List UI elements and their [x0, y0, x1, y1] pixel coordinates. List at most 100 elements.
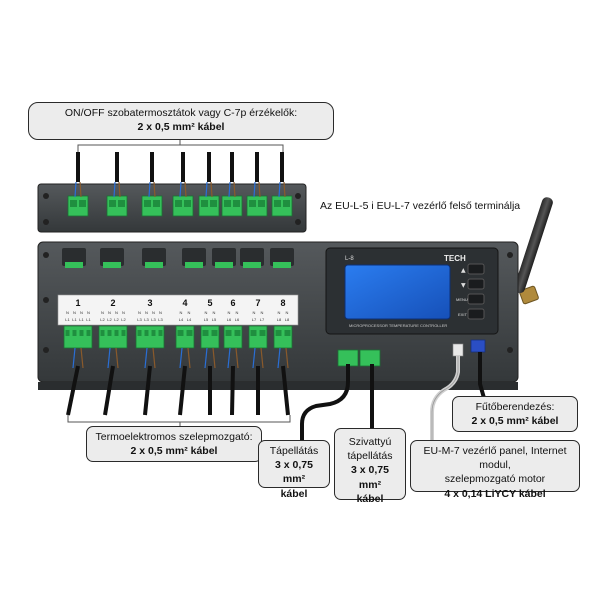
thermostat-cable — [205, 152, 213, 198]
module-cable — [430, 356, 460, 442]
pump-callout-subtitle: tápellátás — [347, 450, 393, 463]
zone-number: 5 — [207, 298, 212, 308]
valve-cable — [277, 347, 290, 416]
valve-terminal-block — [200, 325, 220, 349]
pump-callout-cable: 3 x 0,75 mm² — [351, 464, 389, 491]
terminal-n-label: N — [286, 310, 289, 315]
top-terminal-block — [246, 195, 268, 217]
terminal-n-label: N — [228, 310, 231, 315]
terminal-n-label: N — [152, 310, 155, 315]
top-terminal-block — [141, 195, 163, 217]
terminal-l-label: L6 — [227, 317, 232, 322]
terminal-l-label: L8 — [285, 317, 290, 322]
valve-cable — [178, 347, 191, 416]
slot-connector — [243, 262, 261, 268]
terminal-n-label: N — [66, 310, 69, 315]
valve-callout-cable: 2 x 0,5 mm² kábel — [130, 445, 218, 458]
terminal-n-label: N — [122, 310, 125, 315]
down-button[interactable] — [467, 278, 485, 290]
terminal-l-label: L4 — [179, 317, 184, 322]
terminal-n-label: N — [73, 310, 76, 315]
power-callout-title: Tápellátás — [269, 445, 319, 457]
terminal-n-label: N — [138, 310, 141, 315]
modules-callout: EU-M-7 vezérlő panel, Internet modul, sz… — [410, 440, 580, 500]
slot-connector — [103, 262, 121, 268]
zone-number: 1 — [75, 298, 80, 308]
display-panel: L-8 TECH MICROPROCESSOR TEMPERATURE CONT… — [325, 247, 499, 335]
housing-slot — [142, 248, 166, 266]
thermostat-cable — [113, 152, 121, 198]
valve-cables — [66, 347, 290, 416]
terminal-n-label: N — [213, 310, 216, 315]
terminal-n-label: N — [108, 310, 111, 315]
up-icon: ▲ — [461, 267, 466, 274]
modules-callout-line1: EU-M-7 vezérlő panel, Internet modul, — [423, 445, 567, 472]
top-terminal-block — [271, 195, 293, 217]
pump-callout-unit: kábel — [356, 492, 384, 505]
thermostat-cable — [74, 152, 82, 198]
slot-connector — [215, 262, 233, 268]
terminal-l-label: L5 — [212, 317, 217, 322]
terminal-l-label: L3 — [137, 317, 142, 322]
brand-label: TECH — [444, 254, 466, 263]
exit-button[interactable] — [467, 308, 485, 320]
valve-cable — [143, 347, 156, 416]
antenna — [514, 197, 553, 305]
housing-slot — [182, 248, 206, 266]
terminal-n-label: N — [80, 310, 83, 315]
terminal-n-label: N — [101, 310, 104, 315]
power-callout-cable: 3 x 0,75 mm² — [275, 459, 313, 486]
terminal-n-label: N — [159, 310, 162, 315]
valve-terminal-block — [273, 325, 293, 349]
valve-terminal-block — [223, 325, 243, 349]
heater-cable — [478, 352, 486, 399]
menu-label: MENU — [456, 297, 468, 302]
pump-callout: Szivattyú tápellátás 3 x 0,75 mm² kábel — [334, 428, 406, 505]
terminal-l-label: L3 — [158, 317, 163, 322]
power-callout: Tápellátás 3 x 0,75 mm² kábel — [258, 440, 330, 500]
terminal-l-label: L7 — [252, 317, 257, 322]
slot-connector — [145, 262, 163, 268]
valve-callout: Termoelektromos szelepmozgató: 2 x 0,5 m… — [86, 426, 262, 462]
terminal-l-label: L2 — [107, 317, 112, 322]
top-cable-bracket — [77, 138, 284, 152]
terminal-l-label: L2 — [114, 317, 119, 322]
display-caption: MICROPROCESSOR TEMPERATURE CONTROLLER — [349, 323, 447, 328]
terminal-n-label: N — [205, 310, 208, 315]
terminal-l-label: L1 — [65, 317, 70, 322]
thermostat-callout-cable: 2 x 0,5 mm² kábel — [137, 121, 225, 134]
power-cable — [300, 364, 350, 440]
terminal-l-label: L1 — [86, 317, 91, 322]
thermostat-cable — [253, 152, 261, 198]
housing-slot — [240, 248, 264, 266]
zone-number: 3 — [147, 298, 152, 308]
thermostat-cable — [179, 152, 187, 198]
menu-button[interactable] — [467, 293, 485, 305]
valve-cable — [66, 347, 84, 416]
valve-terminal-block — [175, 325, 195, 349]
terminal-l-label: L1 — [72, 317, 77, 322]
power-callout-unit: kábel — [280, 487, 308, 500]
terminal-l-label: L4 — [187, 317, 192, 322]
up-button[interactable] — [467, 263, 485, 275]
terminal-l-label: L3 — [151, 317, 156, 322]
zone-number: 7 — [255, 298, 260, 308]
terminal-l-label: L6 — [235, 317, 240, 322]
zone-number: 4 — [182, 298, 187, 308]
thermostat-cables — [74, 152, 286, 198]
down-icon: ▼ — [461, 282, 466, 289]
terminal-n-label: N — [188, 310, 191, 315]
top-terminal-label: Az EU-L-5 i EU-L-7 vezérlő felső terminá… — [320, 200, 521, 212]
lcd-screen — [344, 264, 451, 320]
terminal-l-label: L2 — [100, 317, 105, 322]
slot-connector — [185, 262, 203, 268]
thermostat-callout: ON/OFF szobatermosztátok vagy C-7p érzék… — [28, 102, 334, 140]
heater-callout: Fűtőberendezés: 2 x 0,5 mm² kábel — [452, 396, 578, 432]
terminal-l-label: L1 — [79, 317, 84, 322]
thermostat-cable — [148, 152, 156, 198]
terminal-l-label: L8 — [277, 317, 282, 322]
zone-number: 6 — [230, 298, 235, 308]
terminal-n-label: N — [180, 310, 183, 315]
valve-terminal-block — [63, 325, 93, 349]
